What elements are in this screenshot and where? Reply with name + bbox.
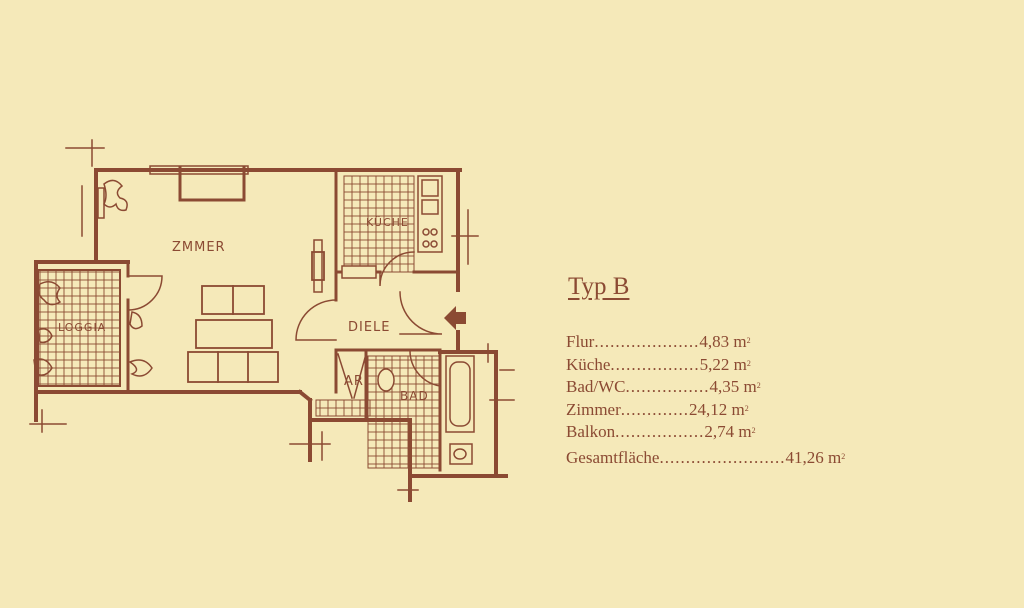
row-name: Küche xyxy=(566,354,611,374)
furniture xyxy=(187,251,325,383)
axis-ticks xyxy=(29,139,515,491)
total-dots: ........................ xyxy=(659,447,786,467)
bath-tiles xyxy=(367,355,441,469)
legend-title: Typ B xyxy=(568,273,630,300)
total-name: Gesamtfläche xyxy=(566,447,660,467)
kitchen-appliances xyxy=(341,175,443,279)
total-value: 41,26 m2 xyxy=(785,447,846,467)
legend-row: Bad/WC................4,35 m2 xyxy=(566,376,845,399)
room-label-abstell: AR xyxy=(344,374,364,389)
row-dots: .................... xyxy=(594,332,700,351)
bath-fixtures xyxy=(377,355,475,465)
legend-row: Küche.................5,22 m2 xyxy=(566,354,845,377)
legend-total: Gesamtfläche........................41,2… xyxy=(566,447,845,470)
room-label-kueche: KÜCHE xyxy=(366,216,409,229)
row-name: Flur xyxy=(566,332,595,351)
room-label-bad: BAD xyxy=(400,389,429,403)
row-name: Balkon xyxy=(566,422,616,441)
row-value: 2,74 m2 xyxy=(704,422,756,441)
row-dots: ............. xyxy=(620,399,690,419)
row-dots: ................ xyxy=(625,377,710,396)
row-value: 4,83 m2 xyxy=(699,332,751,351)
row-name: Zimmer xyxy=(566,399,621,419)
row-name: Bad/WC xyxy=(566,377,626,396)
windows xyxy=(97,165,323,293)
plants xyxy=(33,179,153,377)
row-value: 24,12 m2 xyxy=(689,399,749,419)
entrance-arrow-icon xyxy=(444,306,466,330)
legend-row: Balkon.................2,74 m2 xyxy=(566,421,845,444)
row-dots: ................. xyxy=(610,354,700,374)
kitchen-tiles xyxy=(343,175,415,273)
outer-walls xyxy=(34,168,508,502)
doors xyxy=(127,251,443,399)
row-value: 4,35 m2 xyxy=(709,377,761,396)
legend-row: Zimmer.............24,12 m2 xyxy=(566,399,845,422)
corridor-tiles xyxy=(315,399,371,417)
room-label-zimmer: ZMMER xyxy=(172,240,226,255)
room-label-diele: DIELE xyxy=(348,320,391,335)
row-dots: ................. xyxy=(615,422,705,441)
row-value: 5,22 m2 xyxy=(699,354,751,374)
room-label-loggia: LOGGIA xyxy=(58,321,106,334)
legend-row: Flur....................4,83 m2 xyxy=(566,331,845,354)
